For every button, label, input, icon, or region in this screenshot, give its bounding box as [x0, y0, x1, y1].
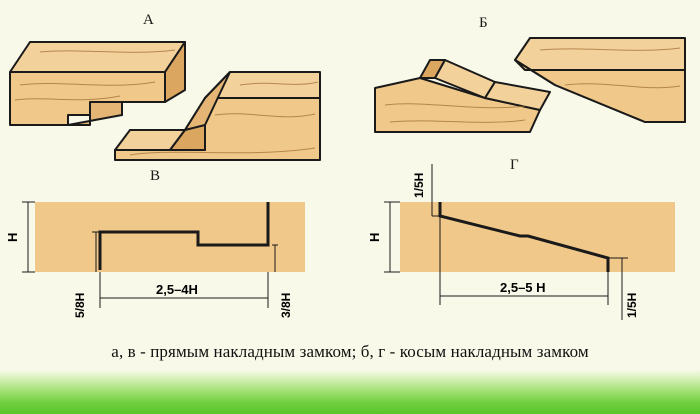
dim-g-length: 2,5–5 H — [500, 280, 546, 295]
dim-g-h: H — [367, 233, 382, 242]
joint-g-diagram: H 1/5H 2,5–5 H 1/5H — [367, 164, 675, 320]
dim-v-length: 2,5–4H — [156, 282, 198, 297]
dim-g-top-offset: 1/5H — [412, 173, 426, 198]
dim-g-bottom-offset: 1/5H — [625, 293, 639, 318]
joint-v-diagram: H 5/8H 2,5–4H 3/8H — [5, 201, 305, 318]
label-a: А — [143, 12, 154, 28]
label-v: В — [150, 168, 161, 184]
footer-gradient-bar — [0, 370, 700, 414]
joint-g-cut-line — [438, 202, 610, 272]
dim-v-right-offset: 3/8H — [279, 293, 293, 318]
joint-v-cut-line — [98, 202, 270, 270]
label-b: Б — [479, 15, 488, 31]
dim-v-h: H — [5, 233, 20, 242]
beam-v — [35, 202, 305, 272]
label-g: Г — [510, 157, 519, 173]
dim-v-left-offset: 5/8H — [73, 293, 87, 318]
joint-a-illustration — [9, 41, 321, 161]
figure-caption: а, в - прямым накладным замком; б, г - к… — [111, 342, 589, 361]
beam-g — [400, 202, 675, 272]
joint-b-illustration — [374, 37, 686, 133]
